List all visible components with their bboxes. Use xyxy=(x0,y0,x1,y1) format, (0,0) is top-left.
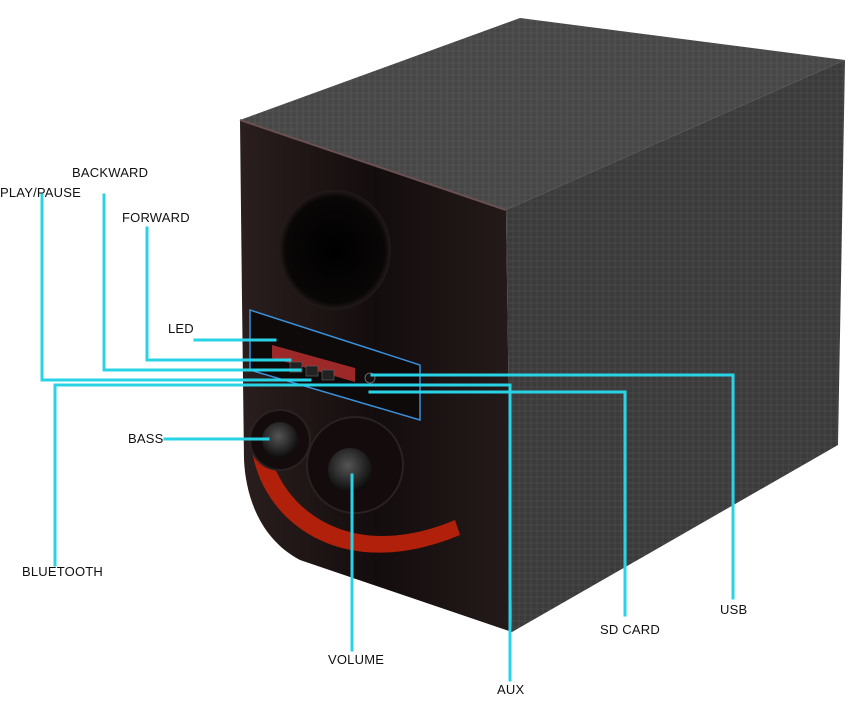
callout-sd-card xyxy=(368,390,627,617)
callout-play-pause xyxy=(40,193,312,382)
label-aux: AUX xyxy=(497,682,525,697)
button-3 xyxy=(321,369,335,381)
label-usb: USB xyxy=(720,602,748,617)
red-accent xyxy=(252,450,460,553)
callout-backward xyxy=(102,193,302,372)
label-bluetooth: BLUETOOTH xyxy=(22,564,104,579)
callout-bluetooth xyxy=(53,383,512,567)
cabinet-top xyxy=(240,18,845,210)
label-forward: FORWARD xyxy=(122,210,190,225)
callout-lines xyxy=(40,193,735,682)
label-play-pause: PLAY/PAUSE xyxy=(0,185,81,200)
bass-knob xyxy=(262,422,298,458)
button-2 xyxy=(305,365,319,377)
volume-knob xyxy=(328,448,372,492)
label-backward: BACKWARD xyxy=(72,165,149,180)
bass-port xyxy=(279,190,391,310)
cabinet-side xyxy=(506,60,845,632)
callout-usb xyxy=(370,373,735,600)
label-led: LED xyxy=(168,321,194,336)
button-1 xyxy=(289,361,303,373)
label-sd-card: SD CARD xyxy=(600,622,660,637)
label-bass: BASS xyxy=(128,431,164,446)
callout-forward xyxy=(145,226,292,362)
label-volume: VOLUME xyxy=(328,652,385,667)
